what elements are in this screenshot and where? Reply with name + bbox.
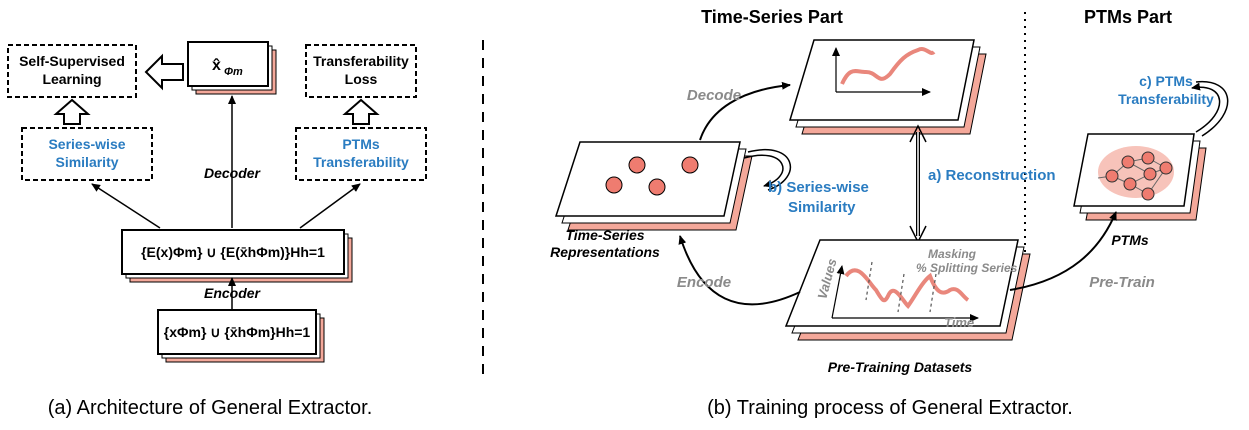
sws-label-1: Series-wise — [48, 136, 125, 152]
encoder-label: Encoder — [204, 285, 262, 301]
caption-a: (a) Architecture of General Extractor. — [48, 397, 373, 419]
sws-label-2: Similarity — [55, 154, 118, 170]
ptms-loop-arrow — [1191, 82, 1221, 133]
series-wise-similarity-box — [21, 127, 153, 181]
xhat-subscript: Φm — [224, 66, 243, 78]
decode-arrow — [699, 81, 791, 141]
ptms-label: PTMs — [1111, 232, 1149, 248]
panel-a: Self-Supervised Learning x̂ Φm Transfera… — [7, 41, 427, 419]
arrow-to-ptms — [299, 183, 361, 229]
tl-label-1: Transferability — [313, 53, 409, 69]
tsr-label-1: Time-Series — [565, 227, 644, 243]
pretrain-label: Pre-Train — [1089, 274, 1155, 291]
caption-b: (b) Training process of General Extracto… — [707, 397, 1073, 419]
hollow-up-arrow-icon — [342, 98, 380, 125]
panel-b: Time-Series Part PTMs Part a) Reconstruc… — [550, 7, 1229, 419]
embedding-box — [121, 229, 345, 275]
ptms-tr-label-1: c) PTMs — [1139, 73, 1193, 89]
encode-arrow — [678, 235, 801, 306]
masking-label: Masking — [928, 247, 977, 261]
ptms-transferability-box — [295, 127, 427, 181]
time-series-part-heading: Time-Series Part — [701, 7, 843, 27]
sws-b-label-2: Similarity — [788, 199, 856, 216]
ptms-tr-label-2: Transferability — [1118, 91, 1214, 107]
input-box — [157, 309, 317, 355]
tsr-label-2: Representations — [550, 244, 660, 260]
representations-plane — [554, 141, 753, 231]
time-axis-label: Time — [944, 315, 974, 330]
ssl-label-1: Self-Supervised — [19, 53, 125, 69]
ptms-plane — [1073, 133, 1207, 221]
datasets-plane — [784, 239, 1031, 341]
transferability-loss-box — [305, 44, 417, 98]
splitting-label: % Splitting Series — [916, 261, 1018, 275]
input-formula: {xΦm} ∪ {x̄hΦm}Hh=1 — [164, 324, 311, 340]
encode-label: Encode — [677, 274, 731, 291]
similarity-loop-arrow — [743, 154, 784, 188]
reconstruction-label: a) Reconstruction — [928, 167, 1056, 184]
ptms-label-1: PTMs — [342, 136, 380, 152]
pretrain-arrow — [1009, 211, 1117, 291]
sws-b-label-1: b) Series-wise — [768, 179, 869, 196]
ssl-label-2: Learning — [42, 71, 101, 87]
decode-label: Decode — [687, 87, 741, 104]
ptms-label-2: Transferability — [313, 154, 409, 170]
hollow-up-arrow-icon — [53, 98, 91, 125]
xhat-box — [187, 41, 269, 87]
ptms-part-heading: PTMs Part — [1084, 7, 1172, 27]
arrow-to-similarity — [91, 183, 161, 229]
ssl-box — [7, 44, 137, 98]
tl-label-2: Loss — [345, 71, 378, 87]
decoder-label: Decoder — [204, 165, 262, 181]
embedding-formula: {E(x)Φm} ∪ {E(x̄hΦm)}Hh=1 — [141, 244, 325, 260]
hollow-left-arrow-icon — [144, 53, 184, 91]
xhat-symbol: x̂ — [212, 57, 221, 74]
datasets-label: Pre-Training Datasets — [828, 359, 973, 375]
reconstruction-plane — [788, 39, 987, 135]
